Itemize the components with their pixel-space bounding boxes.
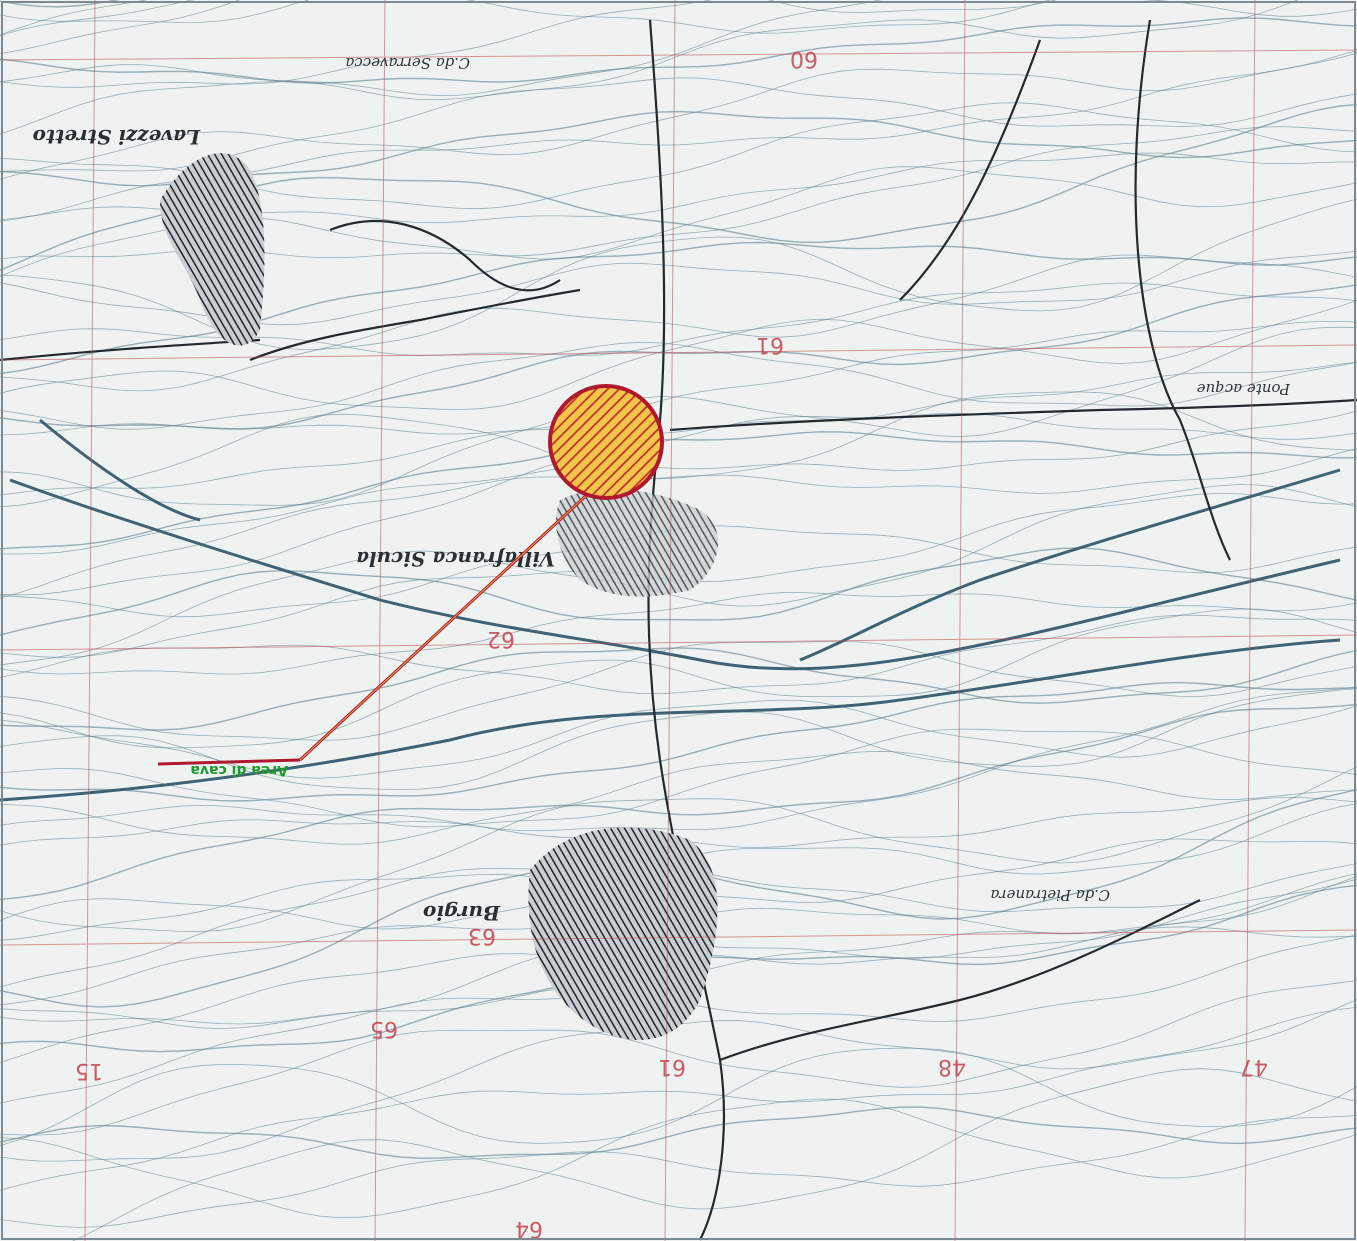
contour-line (0, 1106, 1357, 1159)
contour-line (0, 448, 1357, 599)
contour-line (0, 686, 1357, 832)
contour-line (0, 282, 1357, 356)
valley-stream-lower (0, 638, 1341, 802)
contour-line (0, 0, 1058, 54)
grid-number: 47 (1240, 1054, 1268, 1079)
grid-number: 65 (370, 1016, 398, 1041)
contour-line (0, 254, 1357, 392)
contour-line (0, 0, 713, 88)
contour-line (0, 431, 1357, 550)
grid-number: 61 (756, 332, 784, 357)
valley-stream-upper (9, 478, 1341, 671)
contour-line (0, 300, 1357, 410)
contour-line (0, 766, 1357, 933)
callout-label: Area di cava (190, 762, 288, 778)
settlement-north (160, 153, 265, 346)
road-north (249, 288, 581, 362)
contour-line (0, 391, 1357, 508)
grid-numbers: 60 61 62 63 65 15 61 48 47 64 (75, 46, 1268, 1241)
contour-line (0, 0, 310, 23)
contour-line (0, 614, 1357, 695)
contour-line (0, 321, 1357, 496)
place-label-south-town: Burgio (423, 901, 501, 925)
settlements (160, 153, 719, 1040)
contour-line (0, 647, 1357, 731)
contour-line (0, 750, 1357, 845)
grid-number: 62 (487, 626, 515, 651)
contour-line (0, 640, 1357, 741)
road-ridge (899, 39, 1042, 301)
place-label-southeast: C.da Pietranera (990, 886, 1110, 904)
watercourses (0, 418, 1341, 802)
contour-line (0, 681, 1357, 802)
contour-line (0, 1098, 1357, 1219)
road-northeast (1134, 19, 1231, 561)
road-east (669, 398, 1357, 432)
contour-line (0, 1115, 1357, 1228)
road-southeast (719, 899, 1201, 1062)
place-label-center-town: Villafranca Sicula (356, 547, 555, 571)
contour-line (0, 608, 1357, 749)
east-creek (799, 468, 1341, 662)
grid-number: 61 (658, 1054, 686, 1079)
contour-line (0, 1006, 1357, 1191)
grid-number: 63 (468, 923, 496, 948)
place-label-east: Ponte acque (1197, 380, 1291, 398)
contour-line (0, 326, 1357, 506)
road-switchback (329, 219, 561, 292)
contour-line (0, 484, 1357, 666)
contour-line (0, 241, 1357, 375)
highlighted-site-circle (548, 384, 664, 500)
contour-line (0, 0, 1357, 97)
roads (0, 19, 1357, 1241)
contour-line (0, 547, 1357, 636)
grid-number: 15 (75, 1058, 103, 1083)
contour-line (0, 412, 1357, 596)
west-creek (39, 418, 201, 522)
contour-line (0, 341, 1357, 430)
place-labels: Lavezzi Stretto Villafranca Sicula Burgi… (33, 54, 1291, 925)
settlement-south (528, 827, 718, 1040)
callout-underline (157, 758, 301, 766)
contour-line (0, 52, 1357, 180)
settlement-center (556, 489, 719, 597)
road-main-north-south (647, 19, 726, 1241)
contour-line (0, 980, 1357, 1136)
contour-line (0, 361, 1357, 436)
grid-number: 48 (938, 1054, 966, 1079)
contour-line (0, 688, 1357, 790)
contour-line (0, 703, 1357, 901)
contour-line (0, 728, 1357, 828)
place-label-road: C.da Serravecca (345, 54, 470, 72)
grid-number: 60 (790, 46, 818, 71)
contour-line (0, 410, 1357, 555)
contour-line (0, 17, 1357, 84)
grid-number: 64 (515, 1216, 543, 1241)
contour-line (0, 198, 1357, 350)
contour-line (0, 1047, 1357, 1147)
place-label-north-town: Lavezzi Stretto (33, 125, 201, 149)
contour-line (71, 1068, 1357, 1241)
contour-line (0, 0, 1052, 36)
site-marker: Area di cava (157, 384, 664, 778)
